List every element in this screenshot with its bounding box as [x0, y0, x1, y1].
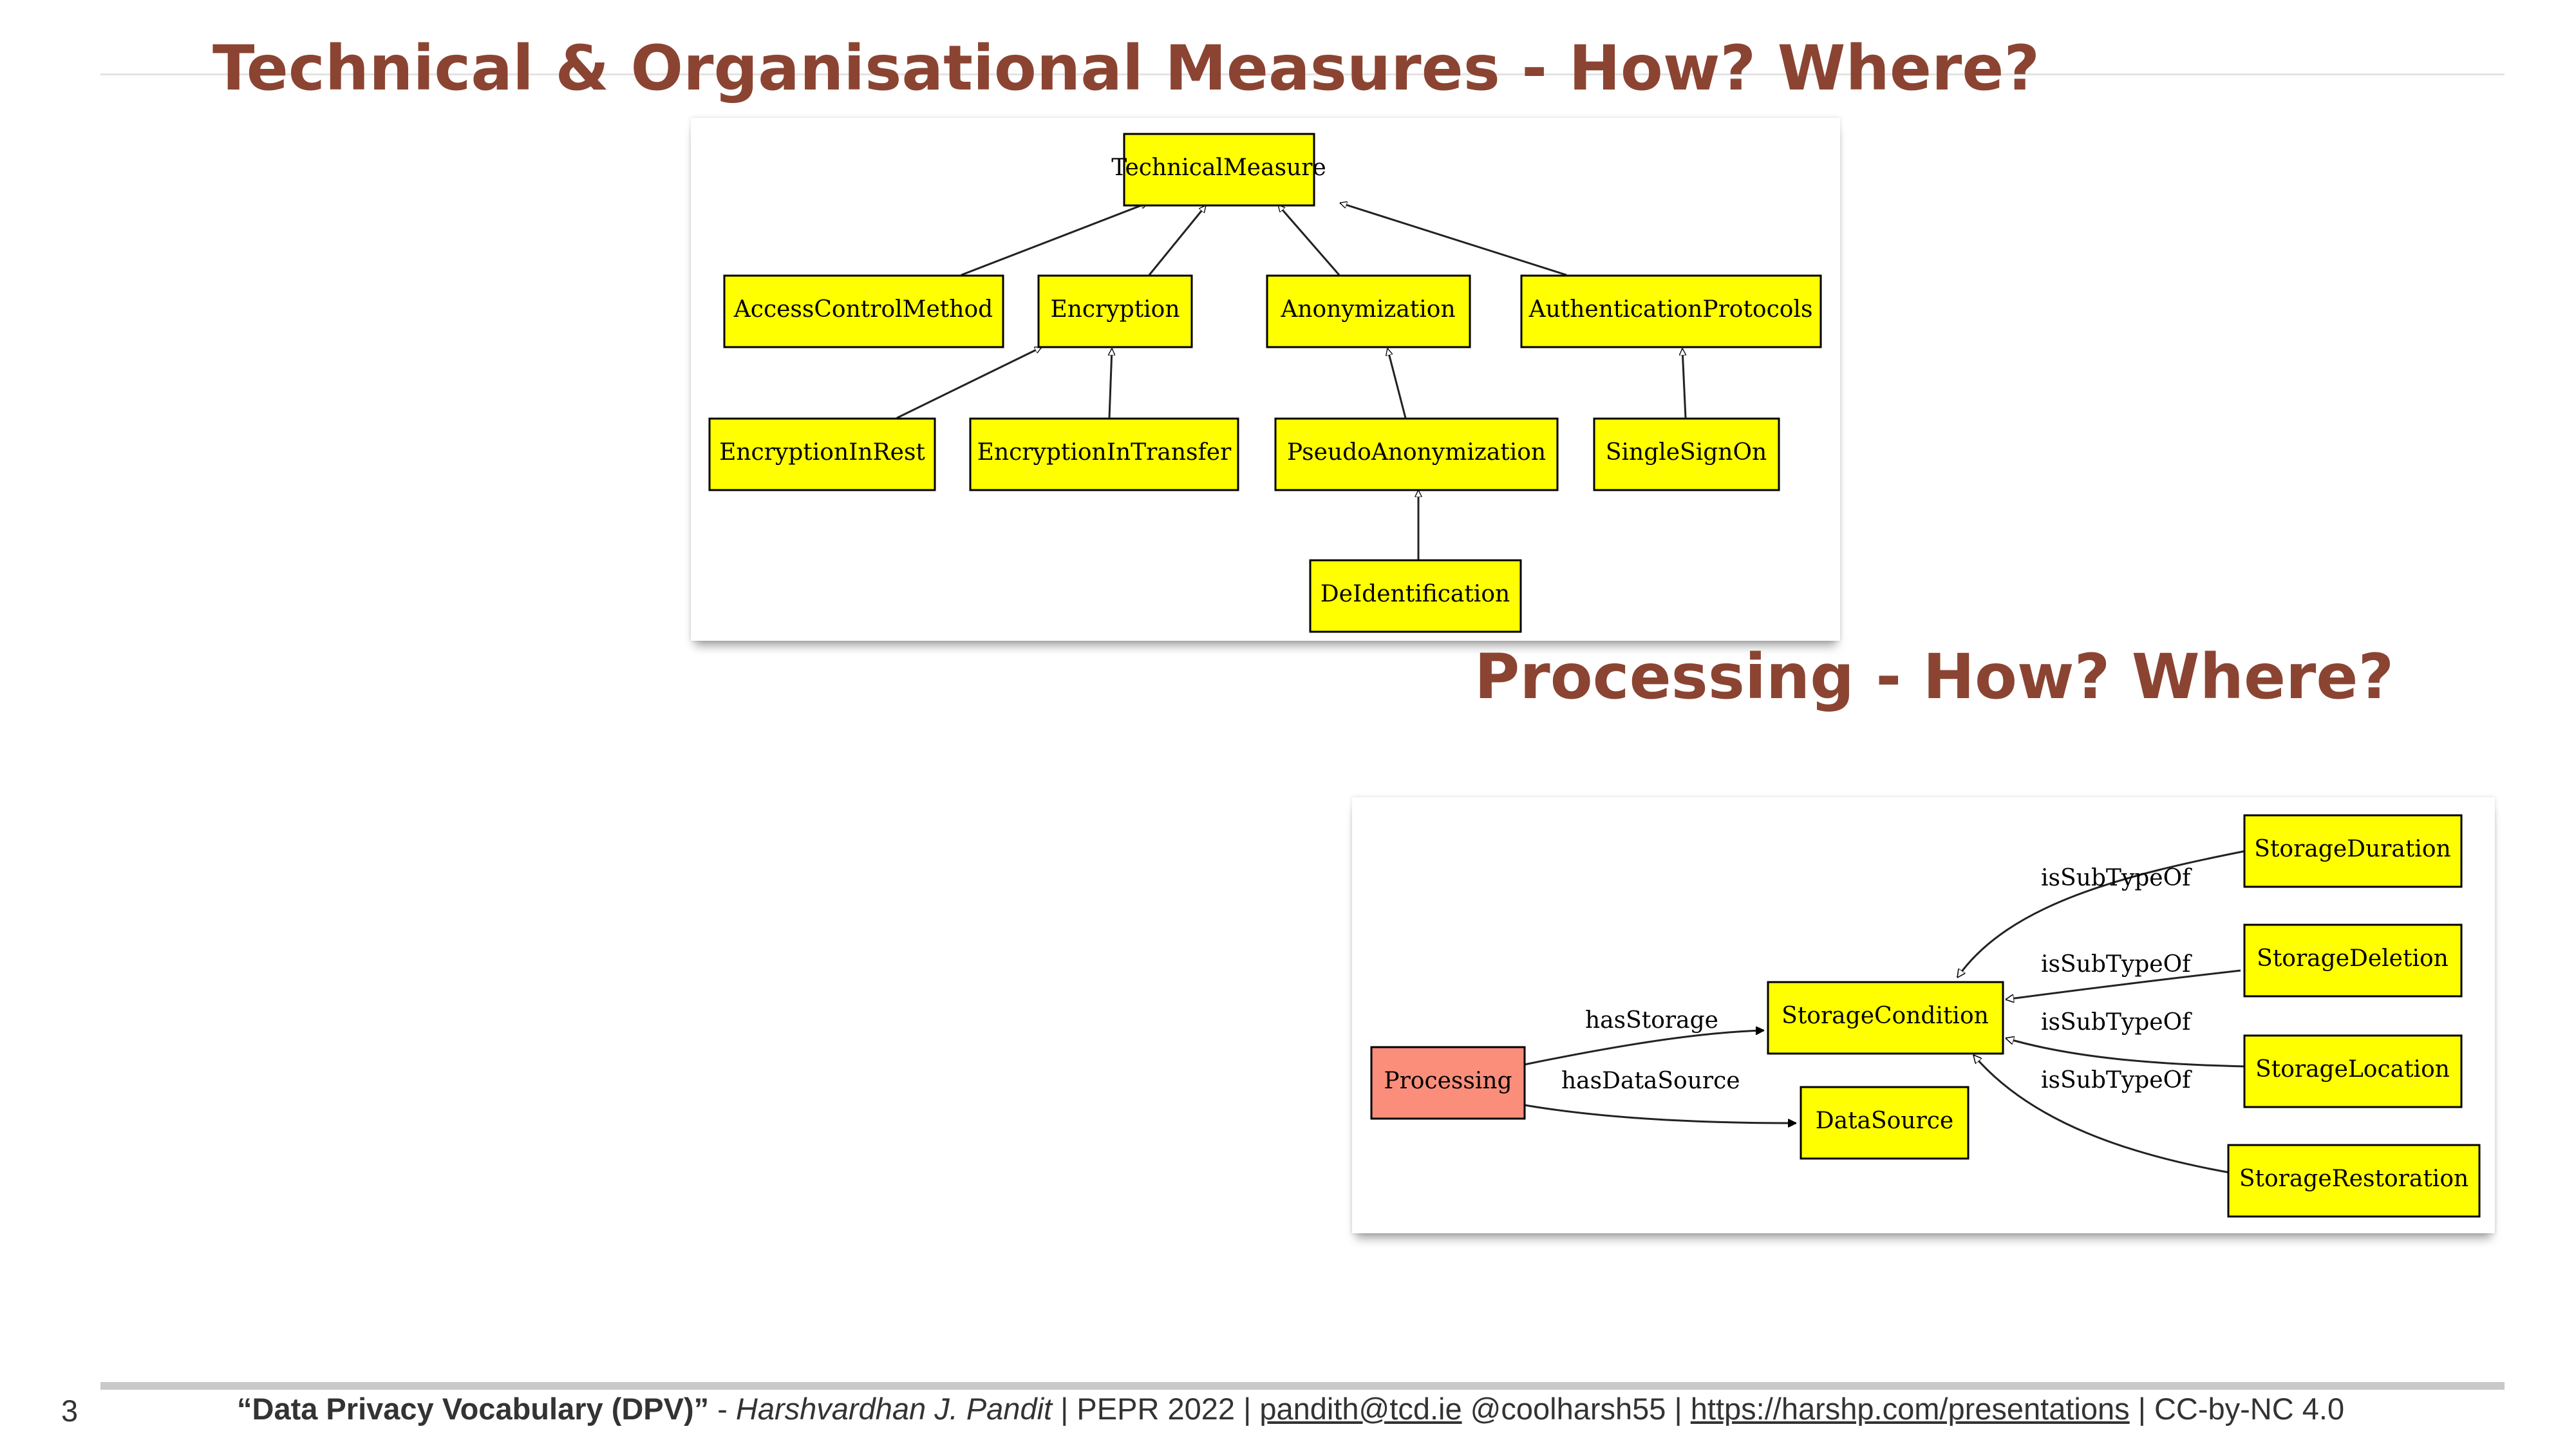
svg-text:Processing: Processing	[1384, 1068, 1512, 1094]
svg-text:AccessControlMethod: AccessControlMethod	[733, 296, 993, 323]
svg-text:StorageCondition: StorageCondition	[1782, 1003, 1989, 1029]
edge-encryptioninrest-to-encryption	[896, 346, 1042, 419]
node-storage-duration: StorageDuration	[2243, 814, 2463, 888]
label-is-subtype-of-2: isSubTypeOf	[2041, 951, 2192, 978]
node-encryption: Encryption	[1037, 274, 1193, 348]
svg-text:StorageLocation: StorageLocation	[2255, 1056, 2450, 1083]
node-storage-deletion: StorageDeletion	[2243, 923, 2463, 998]
edge-storage-duration	[1956, 848, 2254, 978]
slide-number: 3	[61, 1394, 79, 1428]
edge-singlesignon-to-authentication	[1682, 348, 1687, 419]
edge-has-storage	[1524, 1030, 1764, 1066]
footer-title: “Data Privacy Vocabulary (DPV)”	[237, 1392, 710, 1426]
svg-text:DataSource: DataSource	[1816, 1108, 1953, 1134]
edge-accesscontrol-to-technicalmeasure	[961, 203, 1148, 276]
svg-text:EncryptionInRest: EncryptionInRest	[719, 439, 925, 466]
node-authentication-protocols: AuthenticationProtocols	[1520, 274, 1822, 348]
node-processing: Processing	[1370, 1046, 1526, 1120]
svg-text:Anonymization: Anonymization	[1280, 296, 1455, 323]
svg-text:Encryption: Encryption	[1050, 296, 1180, 323]
bottom-rule	[100, 1382, 2505, 1390]
footer-handle: @coolharsh55 |	[1462, 1392, 1691, 1426]
label-has-data-source: hasDataSource	[1561, 1068, 1740, 1094]
svg-text:SingleSignOn: SingleSignOn	[1606, 439, 1767, 466]
edge-encryption-to-technicalmeasure	[1148, 205, 1207, 276]
node-storage-condition: StorageCondition	[1767, 981, 2004, 1055]
edge-has-data-source	[1524, 1104, 1796, 1123]
edge-pseudo-to-anonymization	[1387, 348, 1407, 419]
edge-storage-location	[2006, 1038, 2248, 1068]
footer-url-link[interactable]: https://harshp.com/presentations	[1690, 1392, 2130, 1426]
svg-text:AuthenticationProtocols: AuthenticationProtocols	[1528, 296, 1813, 323]
node-de-identification: DeIdentification	[1309, 559, 1522, 633]
edge-anonymization-to-technicalmeasure	[1277, 205, 1340, 276]
svg-text:PseudoAnonymization: PseudoAnonymization	[1287, 439, 1546, 466]
node-pseudo-anonymization: PseudoAnonymization	[1274, 417, 1559, 491]
edge-storage-restoration	[1972, 1055, 2267, 1180]
node-anonymization: Anonymization	[1266, 274, 1471, 348]
node-single-sign-on: SingleSignOn	[1593, 417, 1780, 491]
edge-encryptionintransfer-to-encryption	[1109, 348, 1112, 419]
label-is-subtype-of-1: isSubTypeOf	[2041, 865, 2192, 891]
node-access-control-method: AccessControlMethod	[723, 274, 1004, 348]
node-storage-location: StorageLocation	[2243, 1034, 2463, 1108]
technical-measures-graph: TechnicalMeasure AccessControlMethod Enc…	[708, 133, 1822, 633]
svg-text:EncryptionInTransfer: EncryptionInTransfer	[977, 439, 1232, 466]
footer-event: | PEPR 2022 |	[1052, 1392, 1260, 1426]
svg-text:DeIdentification: DeIdentification	[1321, 581, 1510, 607]
edge-storage-deletion	[2006, 969, 2241, 999]
svg-text:StorageDeletion: StorageDeletion	[2257, 945, 2449, 972]
label-is-subtype-of-4: isSubTypeOf	[2041, 1067, 2192, 1094]
svg-text:StorageDuration: StorageDuration	[2254, 836, 2450, 862]
processing-diagram: hasStorage hasDataSource isSubTypeOf isS…	[1352, 797, 2495, 1233]
node-storage-restoration: StorageRestoration	[2227, 1144, 2481, 1218]
slide-title: Technical & Organisational Measures - Ho…	[212, 32, 2040, 104]
label-has-storage: hasStorage	[1585, 1007, 1718, 1034]
svg-text:TechnicalMeasure: TechnicalMeasure	[1111, 155, 1326, 181]
processing-graph: hasStorage hasDataSource isSubTypeOf isS…	[1370, 814, 2481, 1218]
edge-authentication-to-technicalmeasure	[1340, 203, 1567, 276]
footer-license: | CC-by-NC 4.0	[2129, 1392, 2345, 1426]
section-title-processing: Processing - How? Where?	[1474, 641, 2394, 713]
svg-text:StorageRestoration: StorageRestoration	[2239, 1166, 2468, 1192]
footer-separator: -	[709, 1392, 736, 1426]
footer-email-link[interactable]: pandith@tcd.ie	[1259, 1392, 1462, 1426]
node-data-source: DataSource	[1800, 1086, 1970, 1160]
label-is-subtype-of-3: isSubTypeOf	[2041, 1009, 2192, 1036]
footer-author: Harshvardhan J. Pandit	[735, 1392, 1053, 1426]
top-rule	[100, 73, 2505, 75]
node-technical-measure: TechnicalMeasure	[1111, 133, 1326, 207]
footer: “Data Privacy Vocabulary (DPV)” - Harshv…	[237, 1391, 2344, 1430]
technical-measures-diagram: TechnicalMeasure AccessControlMethod Enc…	[691, 118, 1840, 641]
node-encryption-in-rest: EncryptionInRest	[708, 417, 936, 491]
node-encryption-in-transfer: EncryptionInTransfer	[969, 417, 1239, 491]
